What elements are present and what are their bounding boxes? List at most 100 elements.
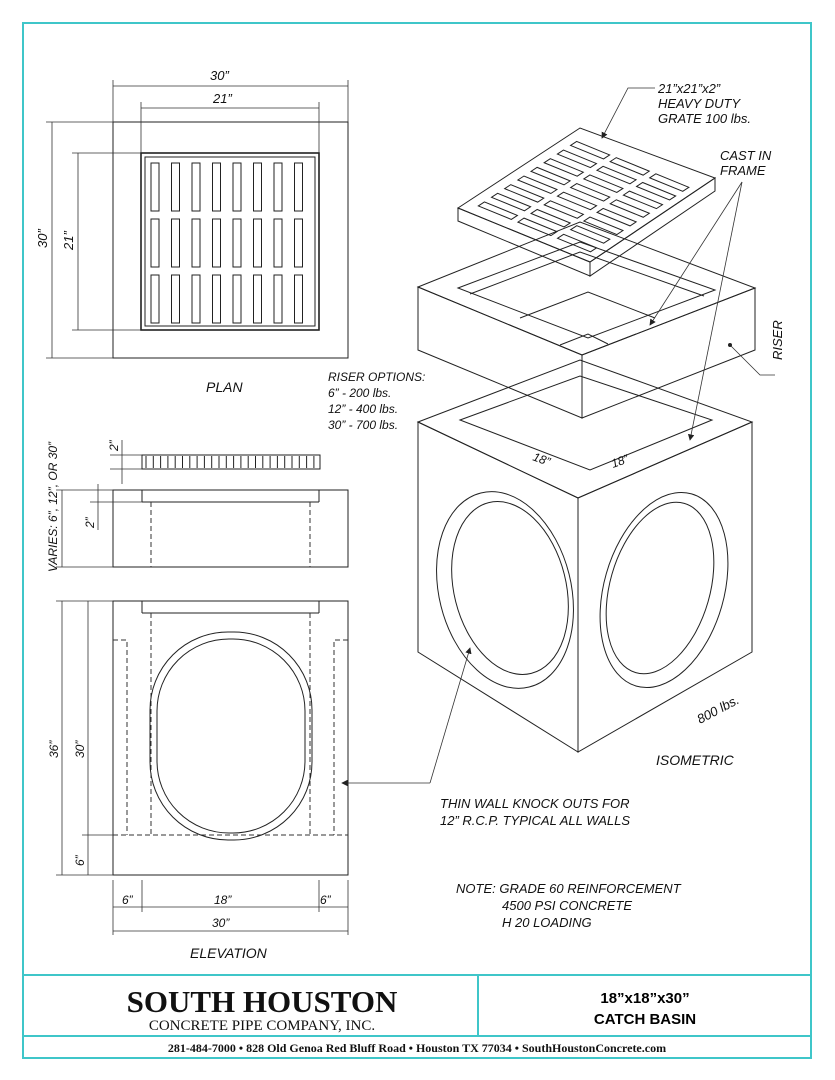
isometric-grate-slot: [569, 225, 611, 244]
plan-title: PLAN: [206, 379, 243, 395]
elevation-dim-varies: VARIES: 6”, 12”, OR 30”: [46, 441, 60, 572]
elevation-riser: [112, 489, 349, 568]
plan-grate-slot: [171, 274, 180, 324]
isometric-grate-slot: [635, 181, 677, 201]
isometric-grate-slot: [516, 217, 559, 237]
note-line1: NOTE: GRADE 60 REINFORCEMENT: [456, 881, 682, 896]
plan-grate-slot: [232, 274, 242, 324]
elevation-dim-total-height: 36”: [47, 740, 61, 758]
plan-grate-slot: [253, 218, 262, 268]
plan-grate-slot: [212, 218, 221, 268]
isometric-dim-left: 18”: [531, 450, 553, 469]
knockout-note-line2: 12” R.C.P. TYPICAL ALL WALLS: [440, 813, 630, 828]
plan-grate-slot: [171, 162, 180, 212]
isometric-grate-slot: [622, 190, 664, 210]
riser-label: RISER: [770, 320, 785, 360]
isometric-grate-slot: [609, 199, 651, 218]
isometric-grate-slot: [490, 192, 532, 212]
elevation-dim-inner-width: 18”: [214, 893, 232, 907]
plan-outer-box: [112, 121, 349, 359]
isometric-grate-slot: [569, 140, 611, 160]
isometric-dim-right: 18”: [609, 451, 631, 470]
plan-grate-slot: [150, 274, 160, 324]
elevation-dim-grate-thickness: 2”: [107, 439, 121, 452]
plan-grate-slot: [273, 162, 283, 212]
elevation-dim-base: 6”: [73, 854, 87, 866]
plan-grate-slot: [273, 274, 283, 324]
plan-grate-slot: [191, 218, 201, 268]
product-size: 18”x18”x30”: [600, 990, 689, 1007]
grate-callout-line1: 21”x21”x2”: [657, 81, 721, 96]
plan-dim-width-outer: 30”: [210, 68, 229, 83]
product-name: CATCH BASIN: [594, 1011, 696, 1028]
elevation-dim-right-wall: 6”: [320, 893, 332, 907]
company-name: SOUTH HOUSTON: [127, 984, 398, 1019]
isometric-weight: 800 lbs.: [694, 692, 741, 727]
isometric-title: ISOMETRIC: [656, 752, 735, 768]
frame-callout-line2: FRAME: [720, 163, 766, 178]
isometric-grate-slot: [529, 166, 572, 186]
title-block: [22, 974, 812, 1037]
isometric-basin: [416, 359, 754, 753]
plan-grate-slot: [171, 218, 180, 268]
frame-callout-line1: CAST IN: [720, 148, 772, 163]
riser-option-1: 6” - 200 lbs.: [328, 386, 391, 400]
note-line2: 4500 PSI CONCRETE: [502, 898, 632, 913]
isometric-grate-slot: [595, 165, 638, 185]
plan-view: [46, 80, 349, 359]
isometric-grate-slot: [582, 216, 625, 236]
elevation-dim-left-wall: 6”: [122, 893, 134, 907]
plan-grate-slot: [212, 162, 221, 212]
elevation-dim-overall-width: 30”: [212, 916, 230, 930]
drawing-sheet-border: [22, 22, 812, 1059]
note-line3: H 20 LOADING: [502, 915, 592, 930]
knockout-note-line1: THIN WALL KNOCK OUTS FOR: [440, 796, 630, 811]
isometric-grate-slot: [516, 175, 559, 195]
plan-dim-width-grate: 21”: [212, 91, 232, 106]
isometric-grate-slot: [543, 200, 585, 219]
plan-grate-slot: [253, 162, 262, 212]
elevation-dim-riser-seat: 2”: [83, 516, 97, 529]
plan-grate-slot: [294, 218, 303, 268]
elevation-basin: [112, 600, 349, 876]
riser-options-title: RISER OPTIONS:: [328, 370, 425, 384]
plan-grate-slot: [150, 162, 160, 212]
plan-grate-slot: [294, 274, 303, 324]
plan-grate-slot: [232, 218, 242, 268]
isometric-grate-slot: [530, 208, 572, 228]
isometric-grate-slot: [556, 149, 598, 169]
isometric-grate-slot: [582, 174, 624, 193]
isometric-knockout-left: [436, 491, 574, 689]
plan-grate-slot: [253, 274, 262, 324]
plan-grate-slot: [273, 218, 283, 268]
isometric-grate-slot: [503, 184, 545, 203]
elevation-knockout-inner: [156, 638, 306, 834]
plan-grate-slot: [191, 274, 201, 324]
isometric-grate-slot: [556, 191, 598, 211]
company-contact-footer: 281-484-7000 • 828 Old Genoa Red Bluff R…: [168, 1041, 666, 1055]
grate-callout-line2: HEAVY DUTY: [658, 96, 741, 111]
isometric-grate-slot: [477, 201, 519, 220]
elevation-title: ELEVATION: [190, 945, 268, 961]
riser-option-2: 12” - 400 lbs.: [328, 402, 398, 416]
isometric-grate-slot: [595, 207, 638, 227]
plan-dim-height-outer: 30”: [35, 229, 50, 248]
plan-grate-slot: [232, 162, 242, 212]
elevation-knockout-outer: [149, 631, 313, 841]
riser-option-3: 30” - 700 lbs.: [328, 418, 398, 432]
plan-grate-slot: [150, 218, 160, 268]
isometric-grate-slot: [543, 158, 585, 177]
isometric-grate-slot: [556, 233, 598, 253]
isometric-grate: [456, 127, 717, 277]
elevation-grate: [141, 454, 321, 470]
elevation-dim-inner-height: 30”: [73, 740, 87, 758]
plan-grate-slot: [212, 274, 221, 324]
company-subtitle: CONCRETE PIPE COMPANY, INC.: [149, 1018, 375, 1034]
isometric-knockout-right: [599, 491, 729, 689]
isometric-grate-slot: [609, 157, 651, 176]
isometric-grate-slot: [648, 173, 690, 192]
plan-dim-height-grate: 21”: [61, 231, 76, 251]
grate-callout-line3: GRATE 100 lbs.: [658, 111, 751, 126]
plan-grate-slot: [294, 162, 303, 212]
